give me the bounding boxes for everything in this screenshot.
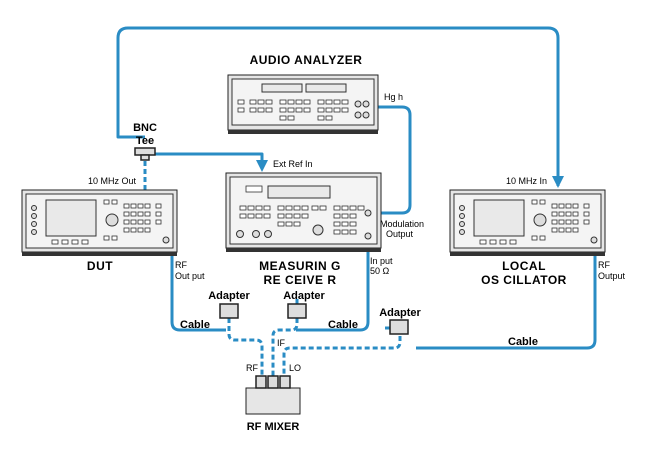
adapter1-to-mixer — [227, 318, 264, 378]
measuring-receiver — [225, 172, 382, 252]
arrow-lo-ref-in — [552, 176, 564, 188]
bnc-tee — [134, 147, 156, 161]
adapter3-to-mixer — [282, 336, 402, 378]
lo-10mhz-in-label: 10 MHz In — [506, 176, 547, 186]
cable-ref-to-lo — [116, 26, 560, 186]
audio-high-label: Hg h — [384, 92, 403, 102]
cable-1-label: Cable — [180, 319, 210, 331]
arrow-ext-ref-in — [256, 160, 268, 172]
adapter2-to-mixer — [271, 318, 299, 378]
rf-mixer — [245, 375, 301, 415]
adapter-2 — [287, 303, 307, 319]
cable-lo-rf — [416, 250, 597, 350]
adapter-1 — [219, 303, 239, 319]
audio-analyzer — [227, 74, 379, 134]
mixer-lo-label: LO — [289, 363, 301, 373]
ext-ref-in-label: Ext Ref In — [273, 159, 313, 169]
mixer-lo-port — [279, 375, 291, 389]
dut-rf-output-label-2: Out put — [175, 271, 205, 281]
dut-10mhz-out-label: 10 MHz Out — [88, 176, 137, 186]
cable-tee-to-ext-ref — [152, 152, 264, 168]
adapter-3 — [389, 319, 409, 335]
measuring-receiver-title-1: MEASURIN G — [259, 259, 341, 273]
cable-mr-input — [296, 238, 370, 332]
audio-analyzer-title: AUDIO ANALYZER — [250, 53, 363, 67]
bnc-tee-title-2: Tee — [136, 135, 154, 147]
dut-instrument — [21, 189, 178, 256]
bnc-tee-title-1: BNC — [133, 122, 157, 134]
mixer-rf-label: RF — [246, 363, 258, 373]
rf-mixer-title: RF MIXER — [247, 421, 300, 433]
audio-high-connector — [362, 111, 370, 119]
mr-input-label-1: In put — [370, 256, 393, 266]
cable-2-label: Cable — [328, 319, 358, 331]
dut-rf-output-connector — [162, 236, 170, 244]
mr-input-label-2: 50 Ω — [370, 266, 390, 276]
mr-modulation-output-connector — [364, 209, 372, 217]
cable-3-label: Cable — [508, 336, 538, 348]
measuring-receiver-title-2: RE CEIVE R — [263, 273, 336, 287]
lo-rf-output-connector — [590, 236, 598, 244]
cable-audio-high — [374, 105, 412, 215]
mixer-if-label: IF — [277, 338, 286, 348]
mixer-if-port — [267, 375, 279, 389]
cable-dut-rf — [170, 251, 226, 332]
adapter-3-label: Adapter — [379, 307, 421, 319]
dut-rf-output-label-1: RF — [175, 260, 187, 270]
modulation-output-label-2: Output — [386, 229, 414, 239]
lo-rf-output-label-2: Output — [598, 271, 626, 281]
mixer-rf-port — [255, 375, 267, 389]
adapter-2-label: Adapter — [283, 290, 325, 302]
adapter-1-label: Adapter — [208, 290, 250, 302]
local-oscillator-title-2: OS CILLATOR — [481, 273, 567, 287]
local-oscillator-title-1: LOCAL — [502, 259, 546, 273]
modulation-output-label-1: Modulation — [380, 219, 424, 229]
local-oscillator — [449, 189, 606, 256]
mr-input-connector — [364, 232, 372, 240]
lo-rf-output-label-1: RF — [598, 260, 610, 270]
dut-title: DUT — [87, 259, 113, 273]
